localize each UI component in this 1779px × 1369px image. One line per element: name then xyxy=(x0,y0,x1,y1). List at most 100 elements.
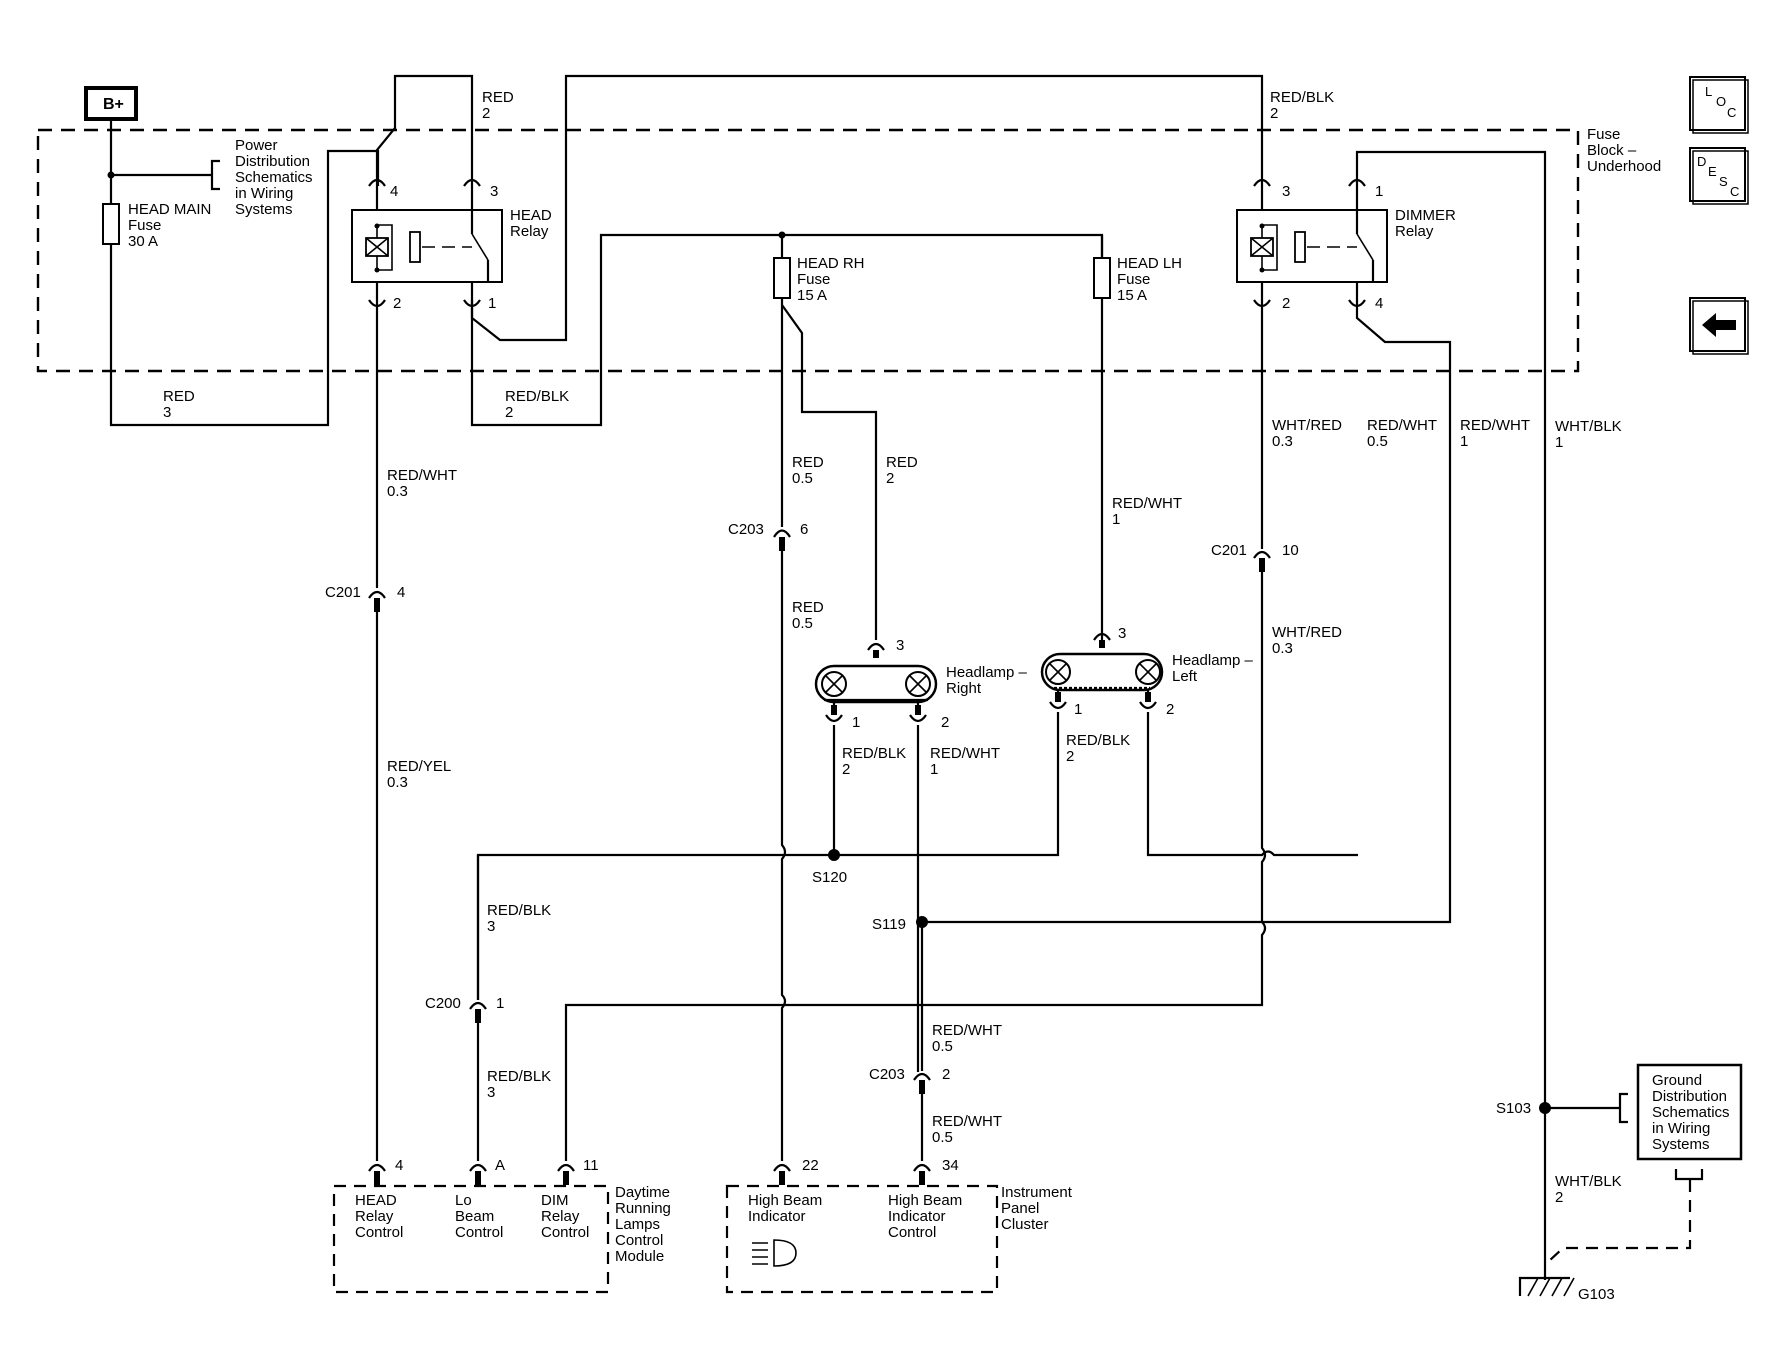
svg-text:Indicator: Indicator xyxy=(888,1208,946,1225)
svg-text:Relay: Relay xyxy=(541,1208,580,1225)
svg-text:0.3: 0.3 xyxy=(387,483,408,500)
drl-control-module xyxy=(332,1184,610,1294)
headlamp-left-pin-3: 3 xyxy=(1118,625,1126,642)
head-main-fuse-label: HEAD MAIN Fuse 30 A xyxy=(128,201,211,250)
svg-text:Schematics: Schematics xyxy=(235,169,313,186)
svg-text:HEAD: HEAD xyxy=(510,207,552,224)
svg-text:in Wiring: in Wiring xyxy=(1652,1120,1710,1137)
dimmer-pin-1: 1 xyxy=(1375,183,1383,200)
power-distribution-ref: Power Distribution Schematics in Wiring … xyxy=(235,137,313,218)
svg-text:WHT/BLK: WHT/BLK xyxy=(1555,418,1622,435)
headlamp-right-pin-2: 2 xyxy=(941,714,949,731)
headlamp-right-label: Headlamp – Right xyxy=(946,664,1028,697)
svg-text:RED: RED xyxy=(482,89,514,106)
svg-text:Systems: Systems xyxy=(1652,1136,1710,1153)
svg-text:15 A: 15 A xyxy=(797,287,827,304)
svg-text:Beam: Beam xyxy=(455,1208,494,1225)
svg-text:4: 4 xyxy=(397,584,405,601)
wire-red-2-b: RED 2 xyxy=(886,454,918,487)
wire-red-0.5-a: RED 0.5 xyxy=(792,454,824,487)
head-lh-fuse xyxy=(1093,257,1111,299)
svg-text:RED/BLK: RED/BLK xyxy=(487,1068,551,1085)
wire-red-wht-1-a: RED/WHT 1 xyxy=(1112,495,1182,528)
ipc-pin-22: 22 xyxy=(802,1157,819,1174)
svg-text:D: D xyxy=(1697,154,1706,169)
head-relay-pin-2: 2 xyxy=(393,295,401,312)
svg-text:2: 2 xyxy=(1270,105,1278,122)
dimmer-relay-label: DIMMER Relay xyxy=(1395,207,1456,240)
svg-text:RED/WHT: RED/WHT xyxy=(1112,495,1182,512)
svg-text:2: 2 xyxy=(942,1066,950,1083)
head-rh-fuse xyxy=(773,257,791,299)
ipc-label: Instrument Panel Cluster xyxy=(1001,1184,1073,1233)
svg-text:2: 2 xyxy=(1066,748,1074,765)
wire-red-wht-0.5-c: RED/WHT 0.5 xyxy=(932,1022,1002,1055)
svg-text:RED/WHT: RED/WHT xyxy=(932,1022,1002,1039)
svg-text:1: 1 xyxy=(1460,433,1468,450)
svg-text:Control: Control xyxy=(615,1232,663,1249)
ground-g103: G103 xyxy=(1578,1286,1615,1303)
head-rh-fuse-label: HEAD RH Fuse 15 A xyxy=(797,255,865,304)
svg-text:C203: C203 xyxy=(869,1066,905,1083)
svg-text:Ground: Ground xyxy=(1652,1072,1702,1089)
ground-distribution-ref xyxy=(1636,1063,1743,1161)
svg-text:Systems: Systems xyxy=(235,201,293,218)
svg-text:Right: Right xyxy=(946,680,982,697)
ipc-pin-high-beam-indicator-control: High Beam Indicator Control xyxy=(888,1192,962,1241)
svg-text:Distribution: Distribution xyxy=(1652,1088,1727,1105)
headlamp-left-pin-2: 2 xyxy=(1166,701,1174,718)
head-relay-pin-3: 3 xyxy=(490,183,498,200)
svg-text:Running: Running xyxy=(615,1200,671,1217)
dimmer-pin-3: 3 xyxy=(1282,183,1290,200)
description-button[interactable]: D E S C xyxy=(1689,147,1749,205)
svg-text:Distribution: Distribution xyxy=(235,153,310,170)
svg-text:Relay: Relay xyxy=(1395,223,1434,240)
svg-text:1: 1 xyxy=(496,995,504,1012)
back-arrow-button[interactable] xyxy=(1689,297,1749,355)
svg-text:Power: Power xyxy=(235,137,278,154)
location-button[interactable]: L O C xyxy=(1689,76,1749,134)
svg-text:1: 1 xyxy=(1555,434,1563,451)
svg-text:3: 3 xyxy=(487,1084,495,1101)
svg-text:Control: Control xyxy=(455,1224,503,1241)
ipc-pin-high-beam-indicator: High Beam Indicator xyxy=(748,1192,822,1225)
svg-text:Module: Module xyxy=(615,1248,664,1265)
svg-text:Fuse: Fuse xyxy=(1587,126,1620,143)
head-lh-fuse-label: HEAD LH Fuse 15 A xyxy=(1117,255,1182,304)
svg-text:0.3: 0.3 xyxy=(1272,640,1293,657)
connector-c203-6: C203 6 xyxy=(728,521,808,538)
svg-text:RED/BLK: RED/BLK xyxy=(1270,89,1334,106)
svg-text:HEAD MAIN: HEAD MAIN xyxy=(128,201,211,218)
head-relay-pin-4: 4 xyxy=(390,183,398,200)
svg-text:C203: C203 xyxy=(728,521,764,538)
fuse-block-underhood xyxy=(36,128,1580,373)
splice-s103: S103 xyxy=(1496,1100,1531,1117)
battery-box xyxy=(84,86,138,121)
svg-text:Indicator: Indicator xyxy=(748,1208,806,1225)
headlamp-right xyxy=(814,664,938,704)
drl-pin-11: 11 xyxy=(583,1157,599,1174)
drl-pin-4: 4 xyxy=(395,1157,403,1174)
wire-wht-red-0.3-b: WHT/RED 0.3 xyxy=(1272,624,1342,657)
svg-text:2: 2 xyxy=(505,404,513,421)
headlamp-left-label: Headlamp – Left xyxy=(1172,652,1254,685)
svg-text:HEAD RH: HEAD RH xyxy=(797,255,865,272)
svg-text:1: 1 xyxy=(930,761,938,778)
svg-text:Instrument: Instrument xyxy=(1001,1184,1073,1201)
svg-text:Panel: Panel xyxy=(1001,1200,1039,1217)
svg-text:C: C xyxy=(1727,105,1736,120)
svg-text:Fuse: Fuse xyxy=(797,271,830,288)
svg-text:Relay: Relay xyxy=(355,1208,394,1225)
svg-text:0.5: 0.5 xyxy=(932,1038,953,1055)
svg-text:0.5: 0.5 xyxy=(792,470,813,487)
wire-red-wht-0.5-d: RED/WHT 0.5 xyxy=(932,1113,1002,1146)
connector-c201-4: C201 4 xyxy=(325,584,405,601)
svg-text:1: 1 xyxy=(1112,511,1120,528)
wire-wht-red-0.3-a: WHT/RED 0.3 xyxy=(1272,417,1342,450)
head-main-fuse xyxy=(102,203,120,245)
svg-text:2: 2 xyxy=(482,105,490,122)
wire-red-wht-1-hr: RED/WHT 1 xyxy=(930,745,1000,778)
svg-text:Lamps: Lamps xyxy=(615,1216,660,1233)
svg-text:Control: Control xyxy=(355,1224,403,1241)
